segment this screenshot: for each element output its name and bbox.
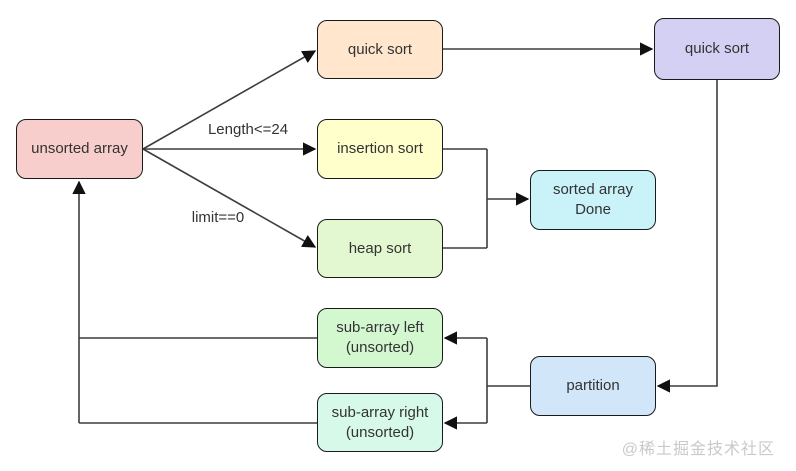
node-label: sub-array left: [336, 319, 424, 336]
node-label: (unsorted): [345, 423, 415, 441]
node-label: heap sort: [348, 239, 412, 257]
node-sorted-array: sorted array Done: [530, 170, 656, 230]
node-label: (unsorted): [345, 339, 415, 356]
edge-unsorted-to-heap: [142, 148, 317, 248]
node-label: partition: [566, 377, 620, 394]
node-quick-sort-top: quick sort: [317, 20, 443, 79]
node-label: quick sort: [684, 40, 750, 57]
node-sub-array-left: sub-array left (unsorted): [317, 308, 443, 368]
edge-label-limit-condition: limit==0: [191, 209, 245, 226]
watermark: @稀土掘金技术社区: [621, 441, 775, 458]
node-partition: partition: [530, 356, 656, 416]
node-label: quick sort: [347, 40, 413, 58]
node-quick-sort-right: quick sort: [654, 18, 780, 80]
node-label: Done: [575, 201, 611, 218]
node-label: insertion sort: [337, 140, 423, 157]
node-label: sorted array: [552, 181, 634, 198]
node-insertion-sort: insertion sort: [317, 119, 443, 179]
node-sub-array-right: sub-array right (unsorted): [317, 393, 443, 452]
edge-unsorted-to-quicksort: [142, 50, 317, 150]
node-unsorted-array: unsorted array: [16, 119, 143, 179]
edge-label-length-condition: Length<=24: [207, 121, 289, 138]
node-label: sub-array right: [331, 403, 429, 421]
node-heap-sort: heap sort: [317, 219, 443, 278]
edge-quicksort-to-partition: [656, 80, 718, 393]
node-label: unsorted array: [31, 140, 128, 157]
